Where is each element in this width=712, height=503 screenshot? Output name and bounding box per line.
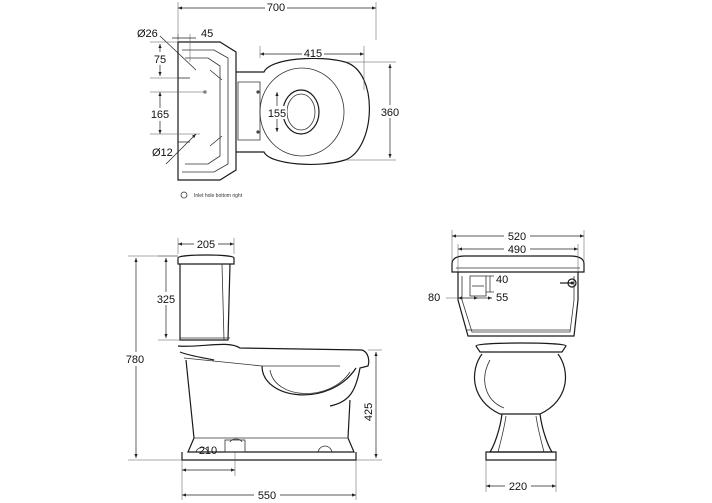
dim-dia12: Ø12 [152,147,173,159]
side-view: 205 325 780 425 210 550 [122,237,382,502]
front-view-dimensions: 520 490 40 80 55 220 [428,229,585,493]
dim-80: 80 [428,292,440,304]
top-view-cistern [177,41,237,181]
dim-415: 415 [304,48,322,60]
top-view-dimensions: 700 45 Ø26 75 165 Ø12 155 [137,0,402,165]
dim-210: 210 [199,445,217,457]
dim-155: 155 [268,108,286,120]
legend-circle [180,191,188,199]
front-view: 520 490 40 80 55 220 [428,229,585,493]
dim-325: 325 [157,294,175,306]
side-view-dimensions: 205 325 780 425 210 550 [122,237,382,502]
top-view-bowl [236,57,370,165]
dim-550: 550 [258,490,276,502]
dim-520: 520 [508,231,526,243]
dim-220: 220 [509,481,527,493]
dim-425: 425 [363,403,375,421]
dim-55: 55 [496,292,508,304]
dim-360: 360 [381,107,399,119]
dim-780: 780 [126,354,144,366]
dim-dia26: Ø26 [137,28,158,40]
top-view: 700 45 Ø26 75 165 Ø12 155 [137,0,402,199]
dim-165: 165 [151,109,169,121]
front-view-body [451,255,585,461]
dim-205: 205 [197,239,215,251]
dim-700: 700 [267,2,285,14]
dim-490: 490 [508,244,526,256]
side-view-body [177,254,370,461]
dim-40: 40 [496,274,508,286]
dim-45: 45 [201,28,213,40]
dim-75: 75 [154,54,166,66]
legend-note: Inlet hole bottom right [194,193,243,199]
